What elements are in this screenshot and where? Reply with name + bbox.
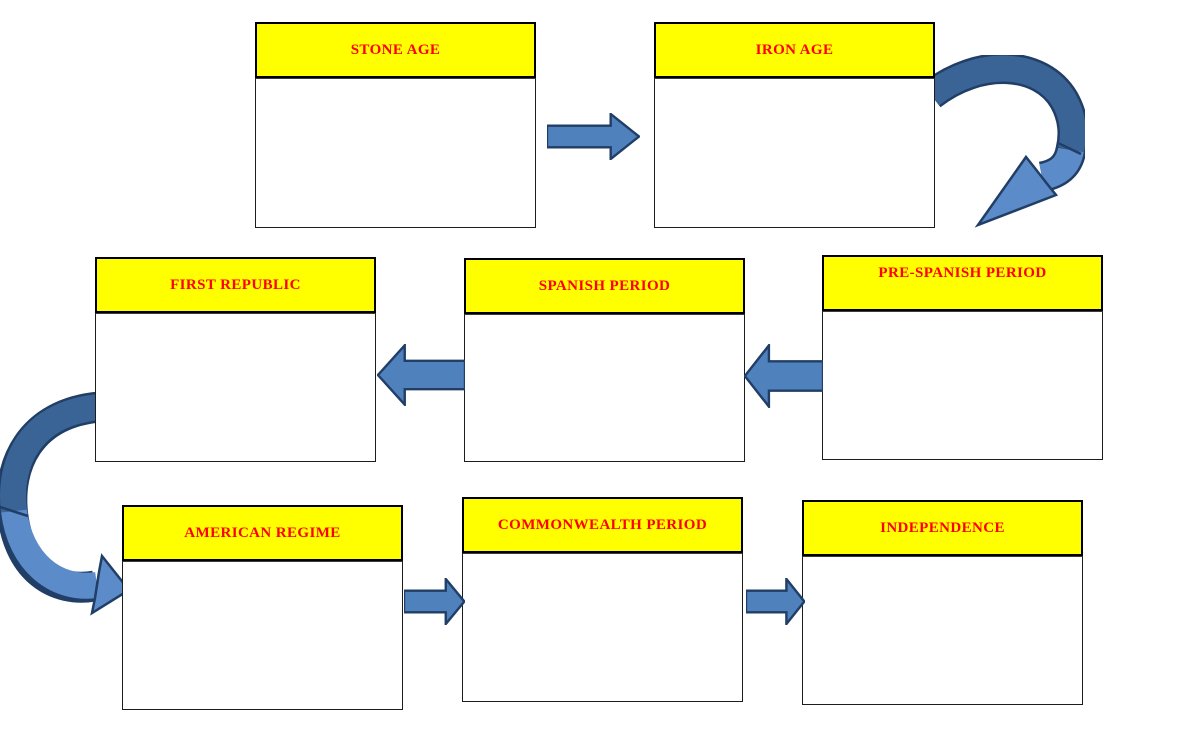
box-stone-age-title: STONE AGE: [350, 41, 441, 58]
connector-commonwealth-to-independence-arrow-icon: [746, 578, 805, 625]
box-pre-spanish-period: PRE-SPANISH PERIOD: [822, 255, 1103, 460]
box-commonwealth-period-body: [462, 553, 743, 702]
box-independence: INDEPENDENCE: [802, 500, 1083, 705]
box-independence-body: [802, 556, 1083, 705]
box-stone-age-header: STONE AGE: [255, 22, 536, 78]
box-american-regime: AMERICAN REGIME: [122, 505, 403, 710]
box-first-republic-title: FIRST REPUBLIC: [170, 276, 301, 293]
box-pre-spanish-period-title: PRE-SPANISH PERIOD: [878, 265, 1047, 281]
box-american-regime-body: [122, 561, 403, 710]
connector-iron-to-prespanish-curved-arrow-icon: [925, 55, 1085, 228]
connector-prespanish-to-spanish-arrow-icon: [744, 344, 823, 408]
box-first-republic: FIRST REPUBLIC: [95, 257, 376, 462]
box-commonwealth-period: COMMONWEALTH PERIOD: [462, 497, 743, 702]
connector-spanish-to-firstrepublic-arrow-icon: [377, 344, 465, 406]
box-independence-header: INDEPENDENCE: [802, 500, 1083, 556]
box-iron-age-header: IRON AGE: [654, 22, 935, 78]
box-iron-age-title: IRON AGE: [755, 41, 834, 58]
box-spanish-period: SPANISH PERIOD: [464, 258, 745, 462]
box-commonwealth-period-title: COMMONWEALTH PERIOD: [497, 516, 708, 533]
box-pre-spanish-period-header: PRE-SPANISH PERIOD: [822, 255, 1103, 311]
box-spanish-period-body: [464, 314, 745, 462]
box-commonwealth-period-header: COMMONWEALTH PERIOD: [462, 497, 743, 553]
box-american-regime-title: AMERICAN REGIME: [184, 524, 341, 541]
box-iron-age: IRON AGE: [654, 22, 935, 228]
box-stone-age-body: [255, 78, 536, 228]
box-pre-spanish-period-body: [822, 311, 1103, 460]
box-spanish-period-title: SPANISH PERIOD: [538, 277, 671, 294]
box-stone-age: STONE AGE: [255, 22, 536, 228]
box-iron-age-body: [654, 78, 935, 228]
connector-firstrepublic-to-american-curved-arrow-icon: [0, 391, 131, 616]
connector-stone-to-iron-arrow-icon: [547, 113, 640, 160]
connector-american-to-commonwealth-arrow-icon: [404, 578, 465, 625]
box-first-republic-header: FIRST REPUBLIC: [95, 257, 376, 313]
box-spanish-period-header: SPANISH PERIOD: [464, 258, 745, 314]
box-independence-title: INDEPENDENCE: [880, 519, 1005, 536]
box-american-regime-header: AMERICAN REGIME: [122, 505, 403, 561]
box-first-republic-body: [95, 313, 376, 462]
